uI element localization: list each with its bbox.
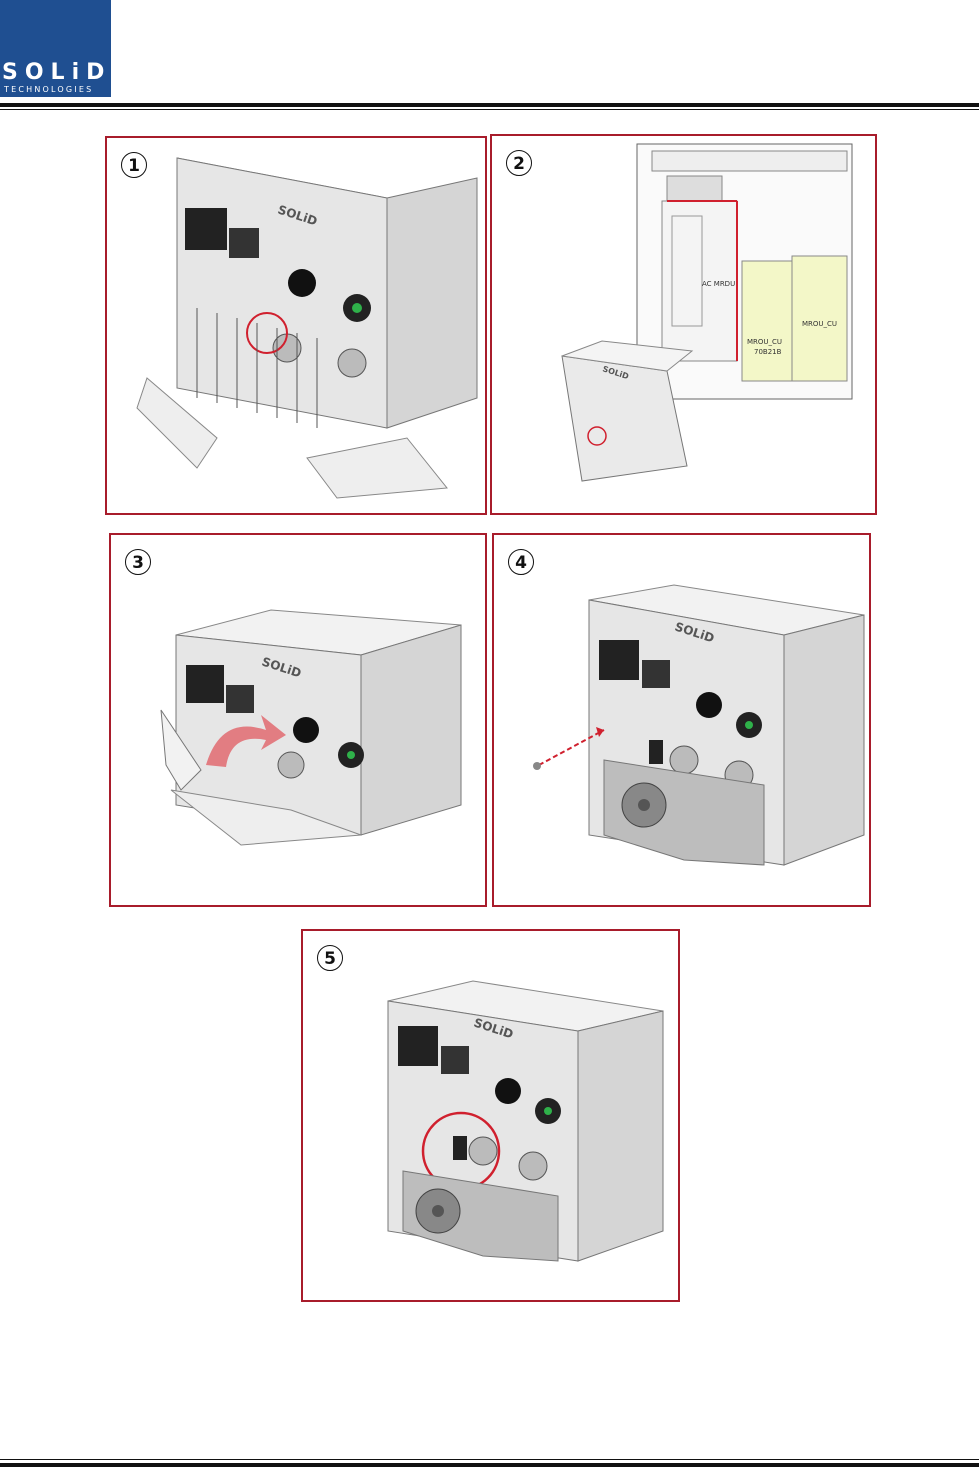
step-4-panel: SOLiD 4 bbox=[492, 533, 871, 907]
step-number: 5 bbox=[317, 945, 343, 971]
unit-illustration: SOLiD bbox=[111, 535, 487, 907]
header-rule-thin bbox=[0, 109, 979, 110]
logo-box: SOLiD TECHNOLOGIES bbox=[0, 0, 111, 97]
module-label-c: 70B21B bbox=[754, 348, 782, 356]
unit-illustration: SOLiD bbox=[494, 535, 871, 907]
step-number: 1 bbox=[121, 152, 147, 178]
footer-rule bbox=[0, 1463, 979, 1467]
step-3-panel: SOLiD 3 bbox=[109, 533, 487, 907]
unit-illustration: SOLiD bbox=[107, 138, 487, 515]
step-number: 2 bbox=[506, 150, 532, 176]
unit-illustration: AC MRDU MROU_CU 70B21B MROU_CU SOLiD bbox=[492, 136, 877, 515]
step-number: 3 bbox=[125, 549, 151, 575]
logo-sub-text: TECHNOLOGIES bbox=[4, 85, 93, 94]
step-number: 4 bbox=[508, 549, 534, 575]
unit-illustration: SOLiD bbox=[303, 931, 680, 1302]
step-1-panel: SOLiD 1 bbox=[105, 136, 487, 515]
module-label-b: MROU_CU bbox=[747, 338, 782, 346]
step-2-panel: AC MRDU MROU_CU 70B21B MROU_CU SOLiD 2 bbox=[490, 134, 877, 515]
header-rule bbox=[0, 103, 979, 107]
step-5-panel: SOLiD 5 bbox=[301, 929, 680, 1302]
module-label-a: AC MRDU bbox=[702, 280, 735, 288]
logo-main-text: SOLiD bbox=[2, 60, 111, 85]
footer-rule-thin bbox=[0, 1459, 979, 1460]
module-label-d: MROU_CU bbox=[802, 320, 837, 328]
